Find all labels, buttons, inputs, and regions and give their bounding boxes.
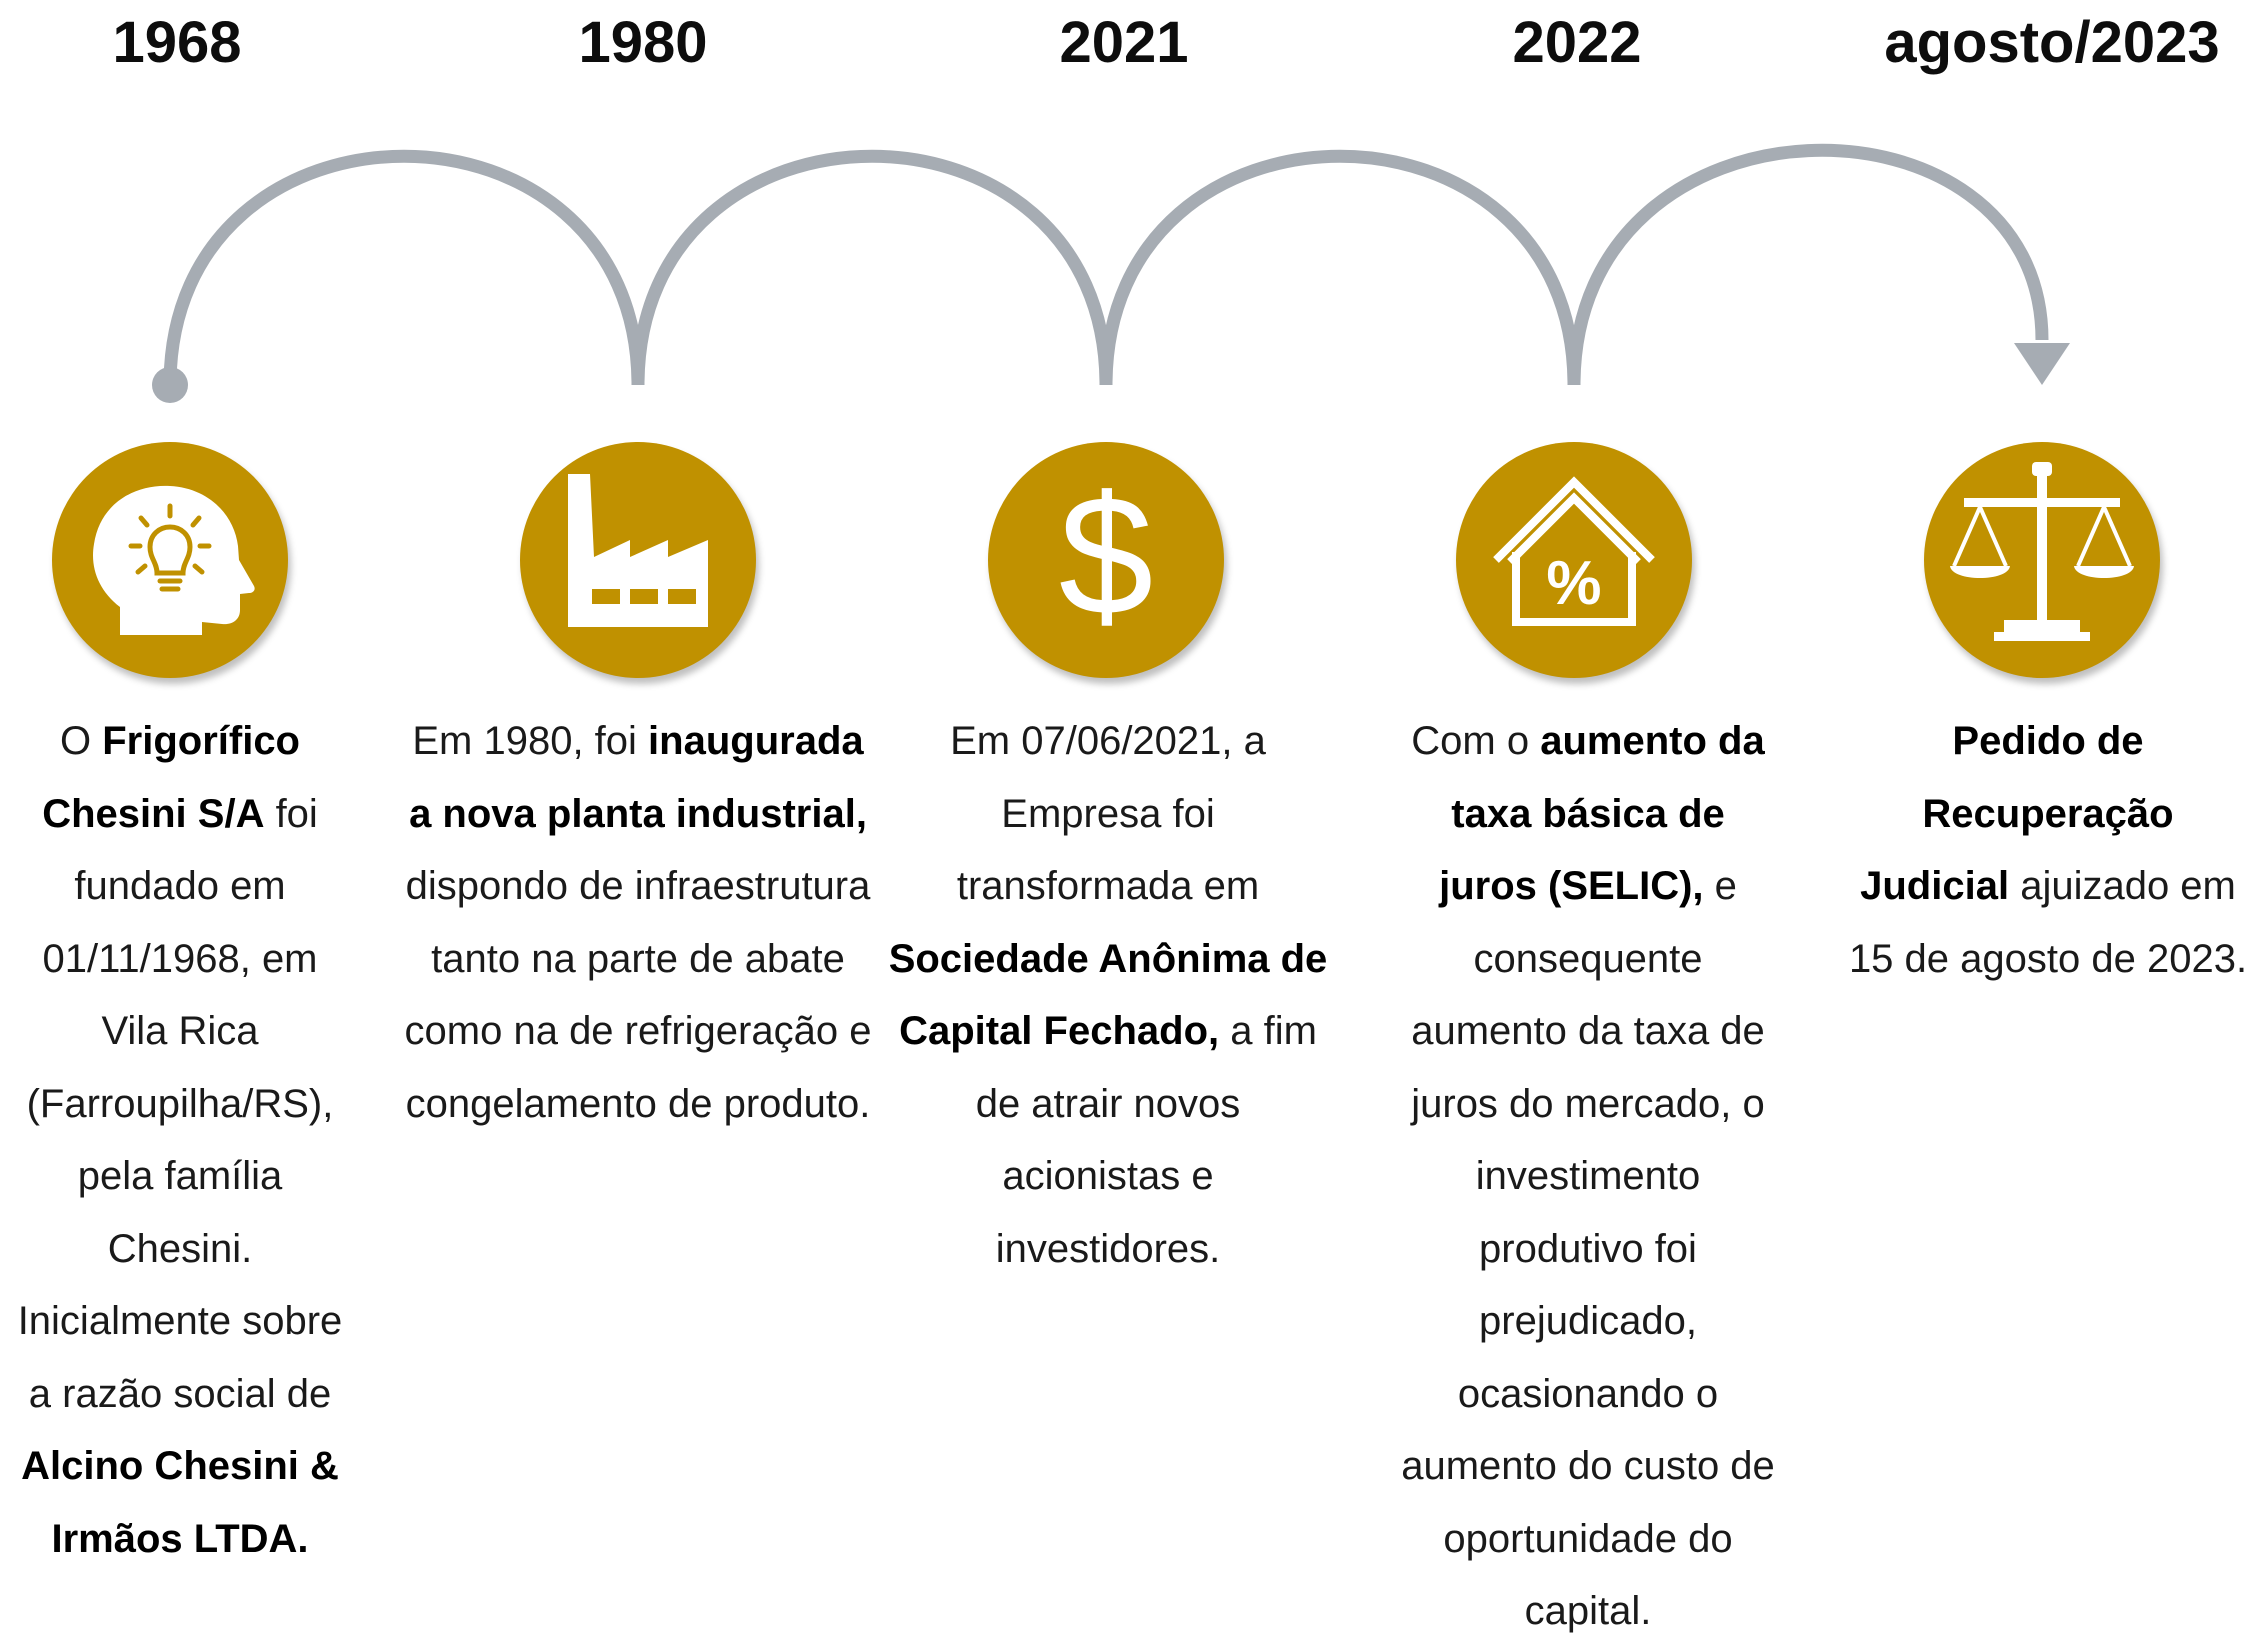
milestone-icon-4: % [1456,442,1692,678]
timeline-arc-1 [163,149,645,386]
description-text: e consequente aumento da taxa de juros d… [1401,864,1775,1633]
description-text: Em 07/06/2021, a Empresa foi transformad… [950,719,1266,908]
description-text: Em 1980, foi [412,719,649,763]
dollar-sign-icon: $ [1059,461,1154,651]
milestone-description-5: Pedido de Recuperação Judicial ajuizado … [1848,705,2248,995]
description-text: dispondo de infraestrutura tanto na part… [404,864,872,1126]
year-label-5: agosto/2023 [1884,10,2220,75]
svg-text:$: $ [1059,461,1154,651]
description-text: ajuizado em 15 de agosto de 2023. [1848,864,2248,981]
timeline-arc-2 [631,149,1113,386]
description-highlight: Frigorífico Chesini S/A [42,719,300,836]
milestone-description-3: Em 07/06/2021, a Empresa foi transformad… [888,705,1328,1285]
factory-icon [568,474,708,627]
year-label-4: 2022 [1512,10,1642,75]
house-percent-icon: % [1493,476,1655,626]
description-text: foi fundado em 01/11/1968, em Vila Rica … [17,791,343,1416]
milestone-icon-1 [52,442,288,678]
description-highlight: Sociedade Anônima de Capital Fechado, [888,936,1328,1054]
timeline-arrowhead-icon [2014,343,2070,385]
scales-of-justice-icon [1950,462,2134,641]
description-text: Com o [1411,719,1541,763]
description-highlight: inaugurada a nova planta industrial, [409,719,867,836]
svg-text:%: % [1546,549,1601,618]
timeline-arc-4 [1567,143,2049,386]
milestone-icon-5 [1924,442,2160,678]
description-highlight: Alcino Chesini & Irmãos LTDA. [21,1444,339,1561]
year-label-3: 2021 [1059,10,1189,75]
description-text: a fim de atrair novos acionistas e inves… [975,1009,1317,1271]
milestone-description-1: O Frigorífico Chesini S/A foi fundado em… [10,705,350,1575]
description-highlight: aumento da taxa básica de juros (SELIC), [1439,719,1765,908]
milestone-icon-3: $ [988,442,1224,678]
description-highlight: Pedido de Recuperação Judicial [1860,719,2174,908]
milestone-description-2: Em 1980, foi inaugurada a nova planta in… [403,705,873,1140]
milestone-icon-2 [520,442,756,678]
year-label-2: 1980 [578,10,708,75]
head-lightbulb-icon [93,485,255,635]
milestone-description-4: Com o aumento da taxa básica de juros (S… [1398,705,1778,1648]
timeline-arc-3 [1099,149,1581,386]
timeline-start-dot [152,367,188,403]
year-label-1: 1968 [112,10,242,75]
description-text: O [59,719,103,763]
